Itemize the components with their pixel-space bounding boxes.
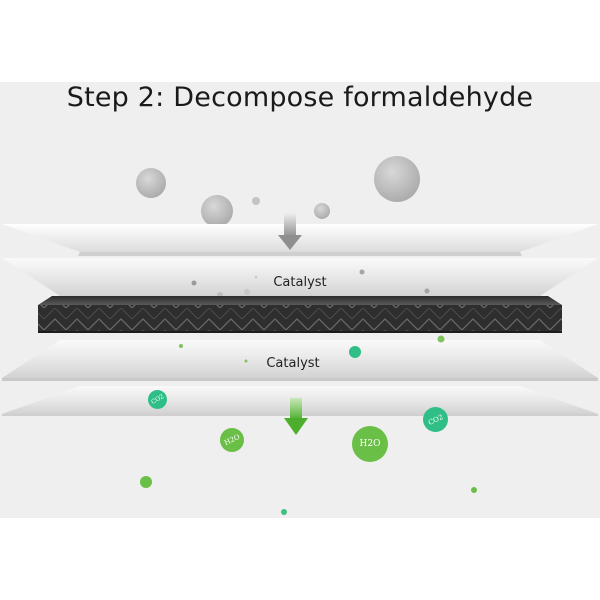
particle <box>191 280 197 286</box>
formaldehyde-particle <box>201 195 233 227</box>
particle <box>349 346 361 358</box>
particle <box>359 269 365 275</box>
gray-down-arrow <box>278 213 302 250</box>
green-down-arrow <box>284 398 308 435</box>
particle <box>244 359 248 363</box>
co2-label: CO2 <box>149 393 166 406</box>
catalyst-label-top: Catalyst <box>273 275 327 290</box>
particle <box>140 476 152 488</box>
particle <box>424 288 430 294</box>
product-particles <box>140 335 477 515</box>
co2-molecule: CO2 <box>148 390 167 409</box>
particle <box>244 289 250 295</box>
h2o-molecule: H2O <box>352 426 388 462</box>
particle <box>254 275 258 279</box>
diagram-title: Step 2: Decompose formaldehyde <box>66 82 534 113</box>
particle <box>281 509 287 515</box>
catalyst-sheet-upper <box>2 258 598 296</box>
activated-carbon-layer <box>38 296 562 333</box>
h2o-label: H2O <box>222 432 242 448</box>
h2o-label: H2O <box>359 439 381 449</box>
formaldehyde-particle <box>136 168 166 198</box>
particle <box>471 487 477 493</box>
particle <box>437 335 445 343</box>
co2-label: CO2 <box>426 412 445 427</box>
catalyst-label-bottom: Catalyst <box>266 356 320 371</box>
filter-sheet-top <box>2 224 598 256</box>
co2-molecule: CO2 <box>423 407 448 432</box>
formaldehyde-particle <box>374 156 420 202</box>
catalyst-sheet-lower <box>2 340 598 381</box>
h2o-molecule: H2O <box>220 428 244 452</box>
formaldehyde-particles <box>136 156 420 227</box>
formaldehyde-particle <box>252 197 260 205</box>
particle <box>179 344 183 348</box>
formaldehyde-particle <box>314 203 330 219</box>
